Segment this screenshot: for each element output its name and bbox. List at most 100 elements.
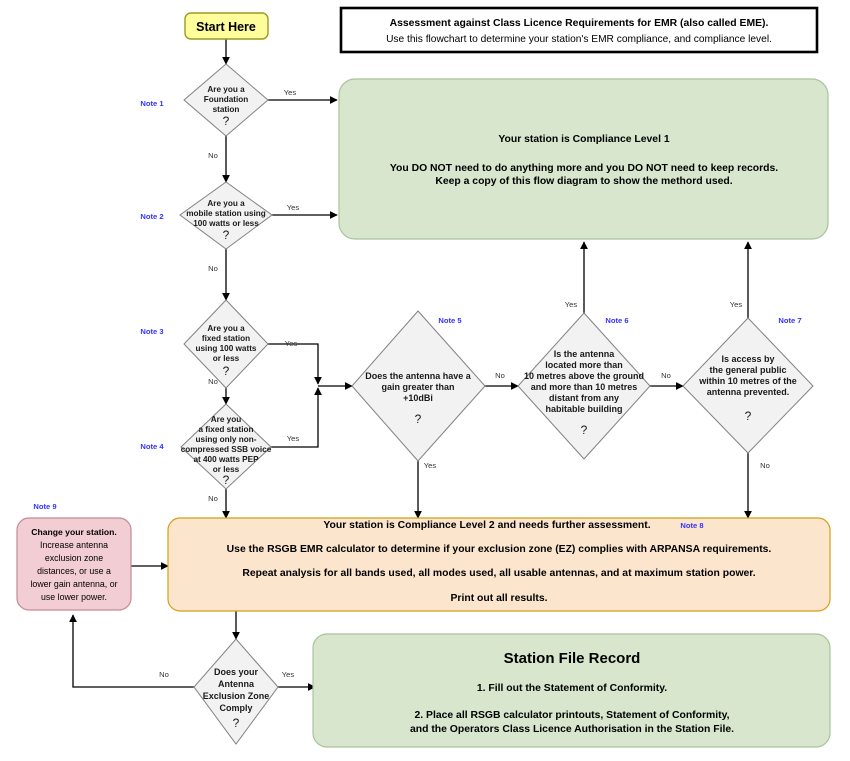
d2-line-3: 100 watts or less: [193, 219, 259, 228]
note-1-label: Note 1: [140, 99, 164, 108]
change-line4: distances, or use a: [37, 566, 111, 576]
d4-yes-label: Yes: [287, 434, 300, 443]
note-8-label: Note 8: [680, 521, 703, 530]
change-line5: lower gain antenna, or: [30, 579, 117, 589]
d5-question-mark: ?: [415, 412, 422, 426]
d4-line-1: Are you: [211, 415, 241, 424]
level2-line2: Use the RSGB EMR calculator to determine…: [227, 544, 772, 555]
d4-line-6: or less: [213, 465, 240, 474]
header-box: Assessment against Class Licence Require…: [339, 6, 819, 54]
note-3-label: Note 3: [140, 327, 163, 336]
decision-fixed-station-100w[interactable]: Are you a fixed station using 100 watts …: [183, 299, 269, 389]
start-label: Start Here: [196, 20, 256, 34]
start-node[interactable]: Start Here: [184, 12, 269, 40]
header-line1: Assessment against Class Licence Require…: [390, 18, 769, 29]
d6-line-6: habitable building: [546, 404, 623, 414]
header-line2: Use this flowchart to determine your sta…: [386, 34, 772, 45]
d7-line-3: within 10 metres of the: [698, 376, 797, 386]
d1-question-mark: ?: [223, 114, 230, 128]
d1-line-1: Are you a: [207, 85, 245, 94]
level1-line1: You DO NOT need to do anything more and …: [390, 163, 778, 174]
sfr-item1: 1. Fill out the Statement of Conformity.: [477, 683, 667, 694]
level2-line3: Repeat analysis for all bands used, all …: [242, 568, 755, 579]
station-file-record-box: Station File Record 1. Fill out the Stat…: [312, 633, 831, 748]
decision-public-access[interactable]: Is access by the general public within 1…: [682, 317, 814, 454]
decision-antenna-height[interactable]: Is the antenna located more than 10 metr…: [517, 312, 651, 460]
d6-line-4: and more than 10 metres: [531, 382, 638, 392]
d1-no-label: No: [208, 151, 218, 160]
decision-mobile-station[interactable]: Are you a mobile station using 100 watts…: [179, 181, 273, 250]
d8-line-2: Antenna: [218, 679, 255, 689]
d3-yes-label: Yes: [285, 339, 298, 348]
d6-line-1: Is the antenna: [554, 349, 616, 359]
d3-line-3: using 100 watts: [196, 344, 257, 353]
d5-yes-label: Yes: [424, 461, 437, 470]
note-7-label: Note 7: [778, 316, 801, 325]
change-line1: Change your station.: [31, 527, 116, 537]
d4-line-3: using only non-: [196, 435, 257, 444]
d8-line-3: Exclusion Zone: [203, 691, 270, 701]
d8-no-label: No: [159, 670, 169, 679]
change-station-box: Change your station. Increase antenna ex…: [16, 517, 132, 611]
d2-no-label: No: [208, 264, 218, 273]
level1-line2: Keep a copy of this flow diagram to show…: [435, 176, 732, 187]
d3-no-label: No: [208, 377, 218, 386]
edge-d4-yes-to-merge: [271, 389, 319, 448]
d1-line-2: Foundation: [204, 95, 249, 104]
d4-line-5: at 400 watts PEP: [193, 455, 259, 464]
compliance-level-2-box: Your station is Compliance Level 2 and n…: [167, 517, 831, 612]
d4-line-4: compressed SSB voice: [181, 445, 272, 454]
d6-line-5: distant from any: [549, 393, 619, 403]
sfr-title: Station File Record: [504, 650, 641, 667]
d7-no-label: No: [760, 461, 770, 470]
change-line6: use lower power.: [41, 592, 107, 602]
d6-line-3: 10 metres above the ground: [524, 371, 644, 381]
sfr-item2a: 2. Place all RSGB calculator printouts, …: [414, 710, 729, 721]
decision-fixed-station-ssb[interactable]: Are you a fixed station using only non- …: [180, 403, 272, 490]
d4-no-label: No: [208, 494, 218, 503]
d6-no-label: No: [661, 371, 671, 380]
d5-line-3: +10dBi: [403, 393, 433, 403]
d6-question-mark: ?: [581, 423, 588, 437]
d2-question-mark: ?: [223, 228, 230, 242]
d2-line-1: Are you a: [207, 199, 245, 208]
decision-antenna-gain[interactable]: Does the antenna have a gain greater tha…: [351, 310, 486, 462]
d1-line-3: station: [213, 105, 240, 114]
d2-line-2: mobile station using: [186, 209, 266, 218]
note-9-label: Note 9: [33, 502, 56, 511]
change-line3: exclusion zone: [45, 553, 103, 563]
note-6-label: Note 6: [605, 316, 628, 325]
d1-yes-label: Yes: [284, 88, 297, 97]
d5-no-label: No: [495, 371, 505, 380]
level2-line4: Print out all results.: [451, 593, 548, 604]
d2-yes-label: Yes: [287, 203, 300, 212]
note-4-label: Note 4: [140, 442, 164, 451]
d3-line-2: fixed station: [202, 334, 250, 343]
d7-yes-label: Yes: [730, 300, 743, 309]
d6-line-2: located more than: [545, 360, 623, 370]
d6-yes-label: Yes: [565, 300, 578, 309]
level1-title: Your station is Compliance Level 1: [498, 134, 670, 145]
d5-line-2: gain greater than: [381, 382, 454, 392]
note-2-label: Note 2: [140, 212, 163, 221]
d8-line-4: Comply: [219, 703, 252, 713]
sfr-item2b: and the Operators Class Licence Authoris…: [410, 724, 734, 735]
level2-line1: Your station is Compliance Level 2 and n…: [323, 520, 650, 531]
d7-line-2: the general public: [709, 365, 786, 375]
note-5-label: Note 5: [438, 316, 462, 325]
d3-question-mark: ?: [223, 364, 230, 378]
edge-d8-no-to-change: [69, 614, 194, 688]
change-line2: Increase antenna: [40, 540, 108, 550]
d7-line-4: antenna prevented.: [707, 387, 790, 397]
d8-line-1: Does your: [214, 667, 259, 677]
decision-foundation-station[interactable]: Are you a Foundation station ?: [183, 63, 269, 137]
d5-line-1: Does the antenna have a: [365, 371, 472, 381]
decision-exclusion-zone-comply[interactable]: Does your Antenna Exclusion Zone Comply …: [193, 638, 279, 745]
edge-d3-yes-to-merge: [268, 343, 319, 383]
d3-line-4: or less: [213, 354, 240, 363]
d4-line-2: a fixed station: [198, 425, 253, 434]
connector-layer: [69, 39, 752, 691]
d8-yes-label: Yes: [282, 670, 295, 679]
d8-question-mark: ?: [233, 716, 240, 730]
